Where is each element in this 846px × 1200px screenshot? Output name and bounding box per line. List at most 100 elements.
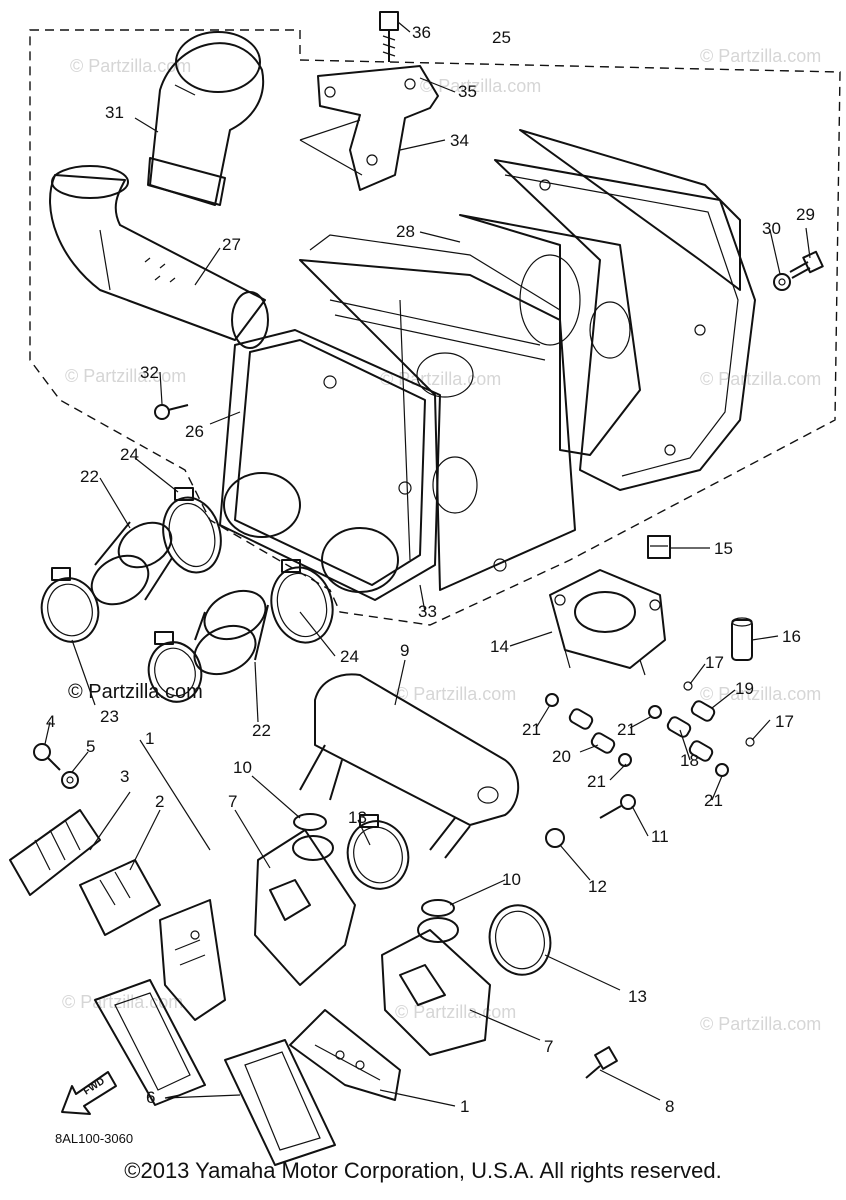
- bracket-34-35: [299, 65, 439, 191]
- watermark: © Partzilla.com: [700, 684, 821, 704]
- clamp-lower-left: [147, 631, 203, 703]
- part-label-11: 11: [651, 827, 669, 846]
- part-label-19: 19: [735, 679, 754, 698]
- gasket-6-right: [224, 1039, 336, 1166]
- gasket-6-left: [94, 979, 206, 1106]
- part-label-14: 14: [490, 637, 509, 656]
- air-box-26: [219, 234, 576, 601]
- screw-32: [154, 404, 189, 420]
- watermark: © Partzilla.com: [65, 366, 186, 386]
- part-label-6: 6: [146, 1088, 155, 1107]
- watermark: © Partzilla.com: [700, 369, 821, 389]
- part-label-21: 21: [617, 720, 636, 739]
- clamp-13-upper: [346, 814, 410, 890]
- part-label-33: 33: [418, 602, 437, 621]
- part-label-26: 26: [185, 422, 204, 441]
- part-label-24: 24: [120, 445, 139, 464]
- intake-duct-31: [147, 31, 265, 206]
- part-label-29: 29: [796, 205, 815, 224]
- watermark: © Partzilla.com: [395, 1002, 516, 1022]
- nut-5: [61, 771, 79, 789]
- part-label-21: 21: [522, 720, 541, 739]
- reed-valve-1-right: [289, 1009, 401, 1101]
- joint-7-right: [381, 917, 491, 1056]
- part-label-7: 7: [228, 792, 237, 811]
- part-labels: 36 25 35 31 34 27 28 30 29 32 26 22 24 1…: [46, 23, 815, 1116]
- part-label-5: 5: [86, 737, 95, 756]
- part-label-10: 10: [233, 758, 252, 777]
- part-label-13: 13: [348, 808, 367, 827]
- clamp-23: [40, 567, 100, 643]
- part-label-31: 31: [105, 103, 124, 122]
- part-label-35: 35: [458, 82, 477, 101]
- part-label-24: 24: [340, 647, 359, 666]
- forward-arrow-icon: FWD: [61, 1071, 117, 1115]
- cap-16: [731, 617, 753, 661]
- part-label-8: 8: [665, 1097, 674, 1116]
- reed-3: [9, 809, 101, 896]
- part-label-22: 22: [80, 467, 99, 486]
- boot-22-upper: [90, 521, 173, 606]
- part-label-2: 2: [155, 792, 164, 811]
- tank-9: [299, 673, 520, 859]
- part-label-36: 36: [412, 23, 431, 42]
- washer-30: [773, 273, 791, 291]
- o-ring-10-upper: [293, 813, 327, 831]
- part-label-27: 27: [222, 235, 241, 254]
- part-label-1: 1: [460, 1097, 469, 1116]
- bolt-8: [585, 1046, 618, 1079]
- screw-11: [599, 794, 636, 819]
- part-label-3: 3: [120, 767, 129, 786]
- part-label-21: 21: [704, 791, 723, 810]
- air-box-lid: [494, 129, 756, 491]
- watermark: © Partzilla.com: [380, 369, 501, 389]
- part-label-34: 34: [450, 131, 469, 150]
- part-label-25: 25: [492, 28, 511, 47]
- joint-7-left: [254, 829, 356, 986]
- clamp-24-upper: [162, 487, 222, 574]
- hose-fittings: [545, 681, 755, 777]
- nut-15: [647, 535, 671, 559]
- watermark: © Partzilla.com: [395, 684, 516, 704]
- watermark: © Partzilla.com: [420, 76, 541, 96]
- part-label-32: 32: [140, 363, 159, 382]
- copyright-notice: ©2013 Yamaha Motor Corporation, U.S.A. A…: [124, 1158, 722, 1183]
- screw-29: [789, 250, 824, 279]
- part-label-7: 7: [544, 1037, 553, 1056]
- part-label-13: 13: [628, 987, 647, 1006]
- drawing-code: 8AL100-3060: [55, 1131, 133, 1146]
- part-label-15: 15: [714, 539, 733, 558]
- part-label-30: 30: [762, 219, 781, 238]
- watermarks: © Partzilla.com © Partzilla.com © Partzi…: [62, 46, 821, 1034]
- part-label-18: 18: [680, 751, 699, 770]
- reed-valve-1-left: [159, 899, 226, 1021]
- part-label-28: 28: [396, 222, 415, 241]
- part-label-20: 20: [552, 747, 571, 766]
- leader-lines: [44, 21, 811, 1107]
- part-label-1: 1: [145, 729, 154, 748]
- part-label-10: 10: [502, 870, 521, 889]
- part-label-17: 17: [705, 653, 724, 672]
- watermark: © Partzilla.com: [700, 46, 821, 66]
- clamp-13-lower: [488, 904, 552, 976]
- gasket-28: [459, 214, 641, 456]
- part-label-4: 4: [46, 712, 55, 731]
- part-label-22: 22: [252, 721, 271, 740]
- reed-2: [79, 859, 161, 936]
- part-label-16: 16: [782, 627, 801, 646]
- o-ring-10-lower: [421, 899, 455, 917]
- clamp-24-lower: [270, 559, 334, 644]
- flange-14: [549, 569, 666, 676]
- watermark: © Partzilla.com: [700, 1014, 821, 1034]
- watermark: © Partzilla.com: [68, 681, 203, 703]
- part-label-21: 21: [587, 772, 606, 791]
- intake-tube-27: [49, 165, 269, 349]
- bolt-36: [379, 11, 399, 62]
- part-label-17: 17: [775, 712, 794, 731]
- part-label-9: 9: [400, 641, 409, 660]
- watermark: © Partzilla.com: [70, 56, 191, 76]
- part-label-23: 23: [100, 707, 119, 726]
- boot-22-lower: [193, 589, 269, 676]
- part-label-12: 12: [588, 877, 607, 896]
